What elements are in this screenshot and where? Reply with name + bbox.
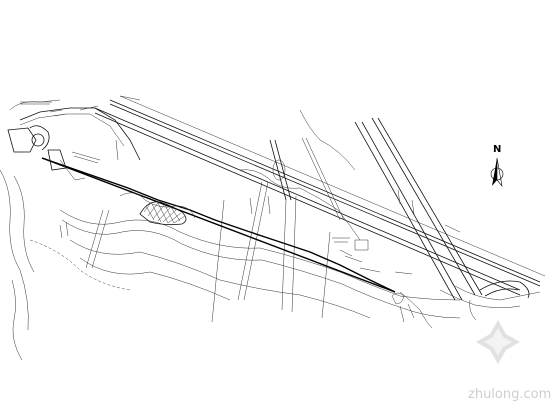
middle-structures: [272, 159, 369, 257]
crossing-roads: [85, 117, 483, 323]
terrain-contours: [0, 109, 541, 361]
north-label: N: [493, 144, 501, 155]
hatched-pit: [139, 201, 187, 226]
project-boundary: [41, 157, 396, 293]
north-arrow: N: [490, 144, 504, 188]
watermark-text: zhulong.com: [468, 387, 551, 402]
road-corridor: [94, 95, 546, 296]
watermark: zhulong.com: [468, 320, 551, 402]
right-end-structure: [391, 280, 530, 323]
watermark-logo-icon: [476, 320, 520, 364]
upper-site-outline: [7, 99, 141, 181]
annotation-marks: [20, 95, 461, 275]
